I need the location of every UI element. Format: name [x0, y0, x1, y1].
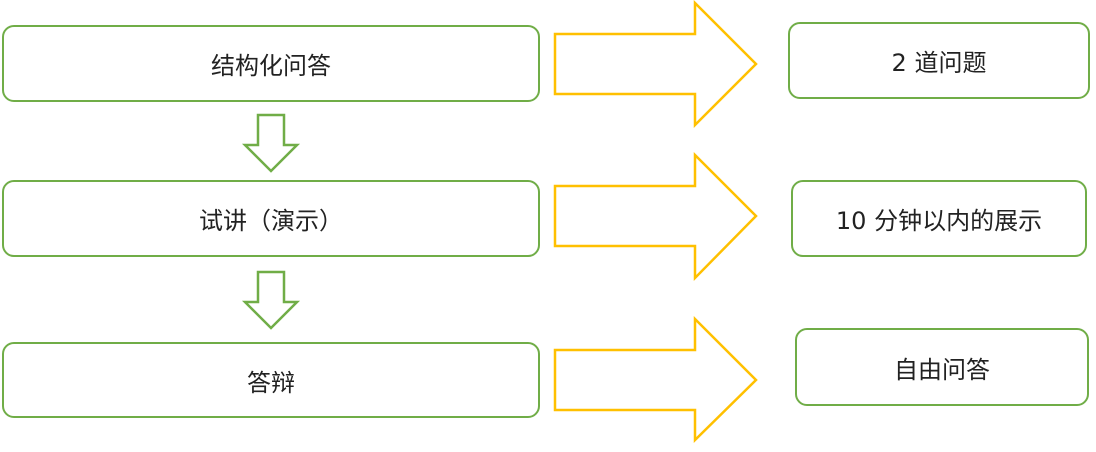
step-label: 结构化问答 [211, 52, 331, 80]
detail-box-2: 10 分钟以内的展示 [791, 180, 1087, 257]
step-label: 试讲（演示） [199, 207, 343, 235]
down-arrow-1 [241, 113, 301, 173]
down-arrow-2 [241, 270, 301, 330]
right-arrow-2 [553, 151, 758, 282]
right-arrow-1 [553, 0, 758, 129]
detail-box-3: 自由问答 [795, 328, 1089, 406]
detail-box-1: 2 道问题 [788, 22, 1090, 99]
step-box-3: 答辩 [2, 342, 540, 418]
detail-label: 10 分钟以内的展示 [835, 207, 1043, 235]
detail-label: 2 道问题 [891, 49, 987, 77]
detail-label: 自由问答 [894, 355, 990, 384]
step-box-1: 结构化问答 [2, 25, 540, 102]
step-box-2: 试讲（演示） [2, 180, 540, 257]
step-label: 答辩 [247, 368, 295, 397]
right-arrow-3 [553, 315, 758, 443]
